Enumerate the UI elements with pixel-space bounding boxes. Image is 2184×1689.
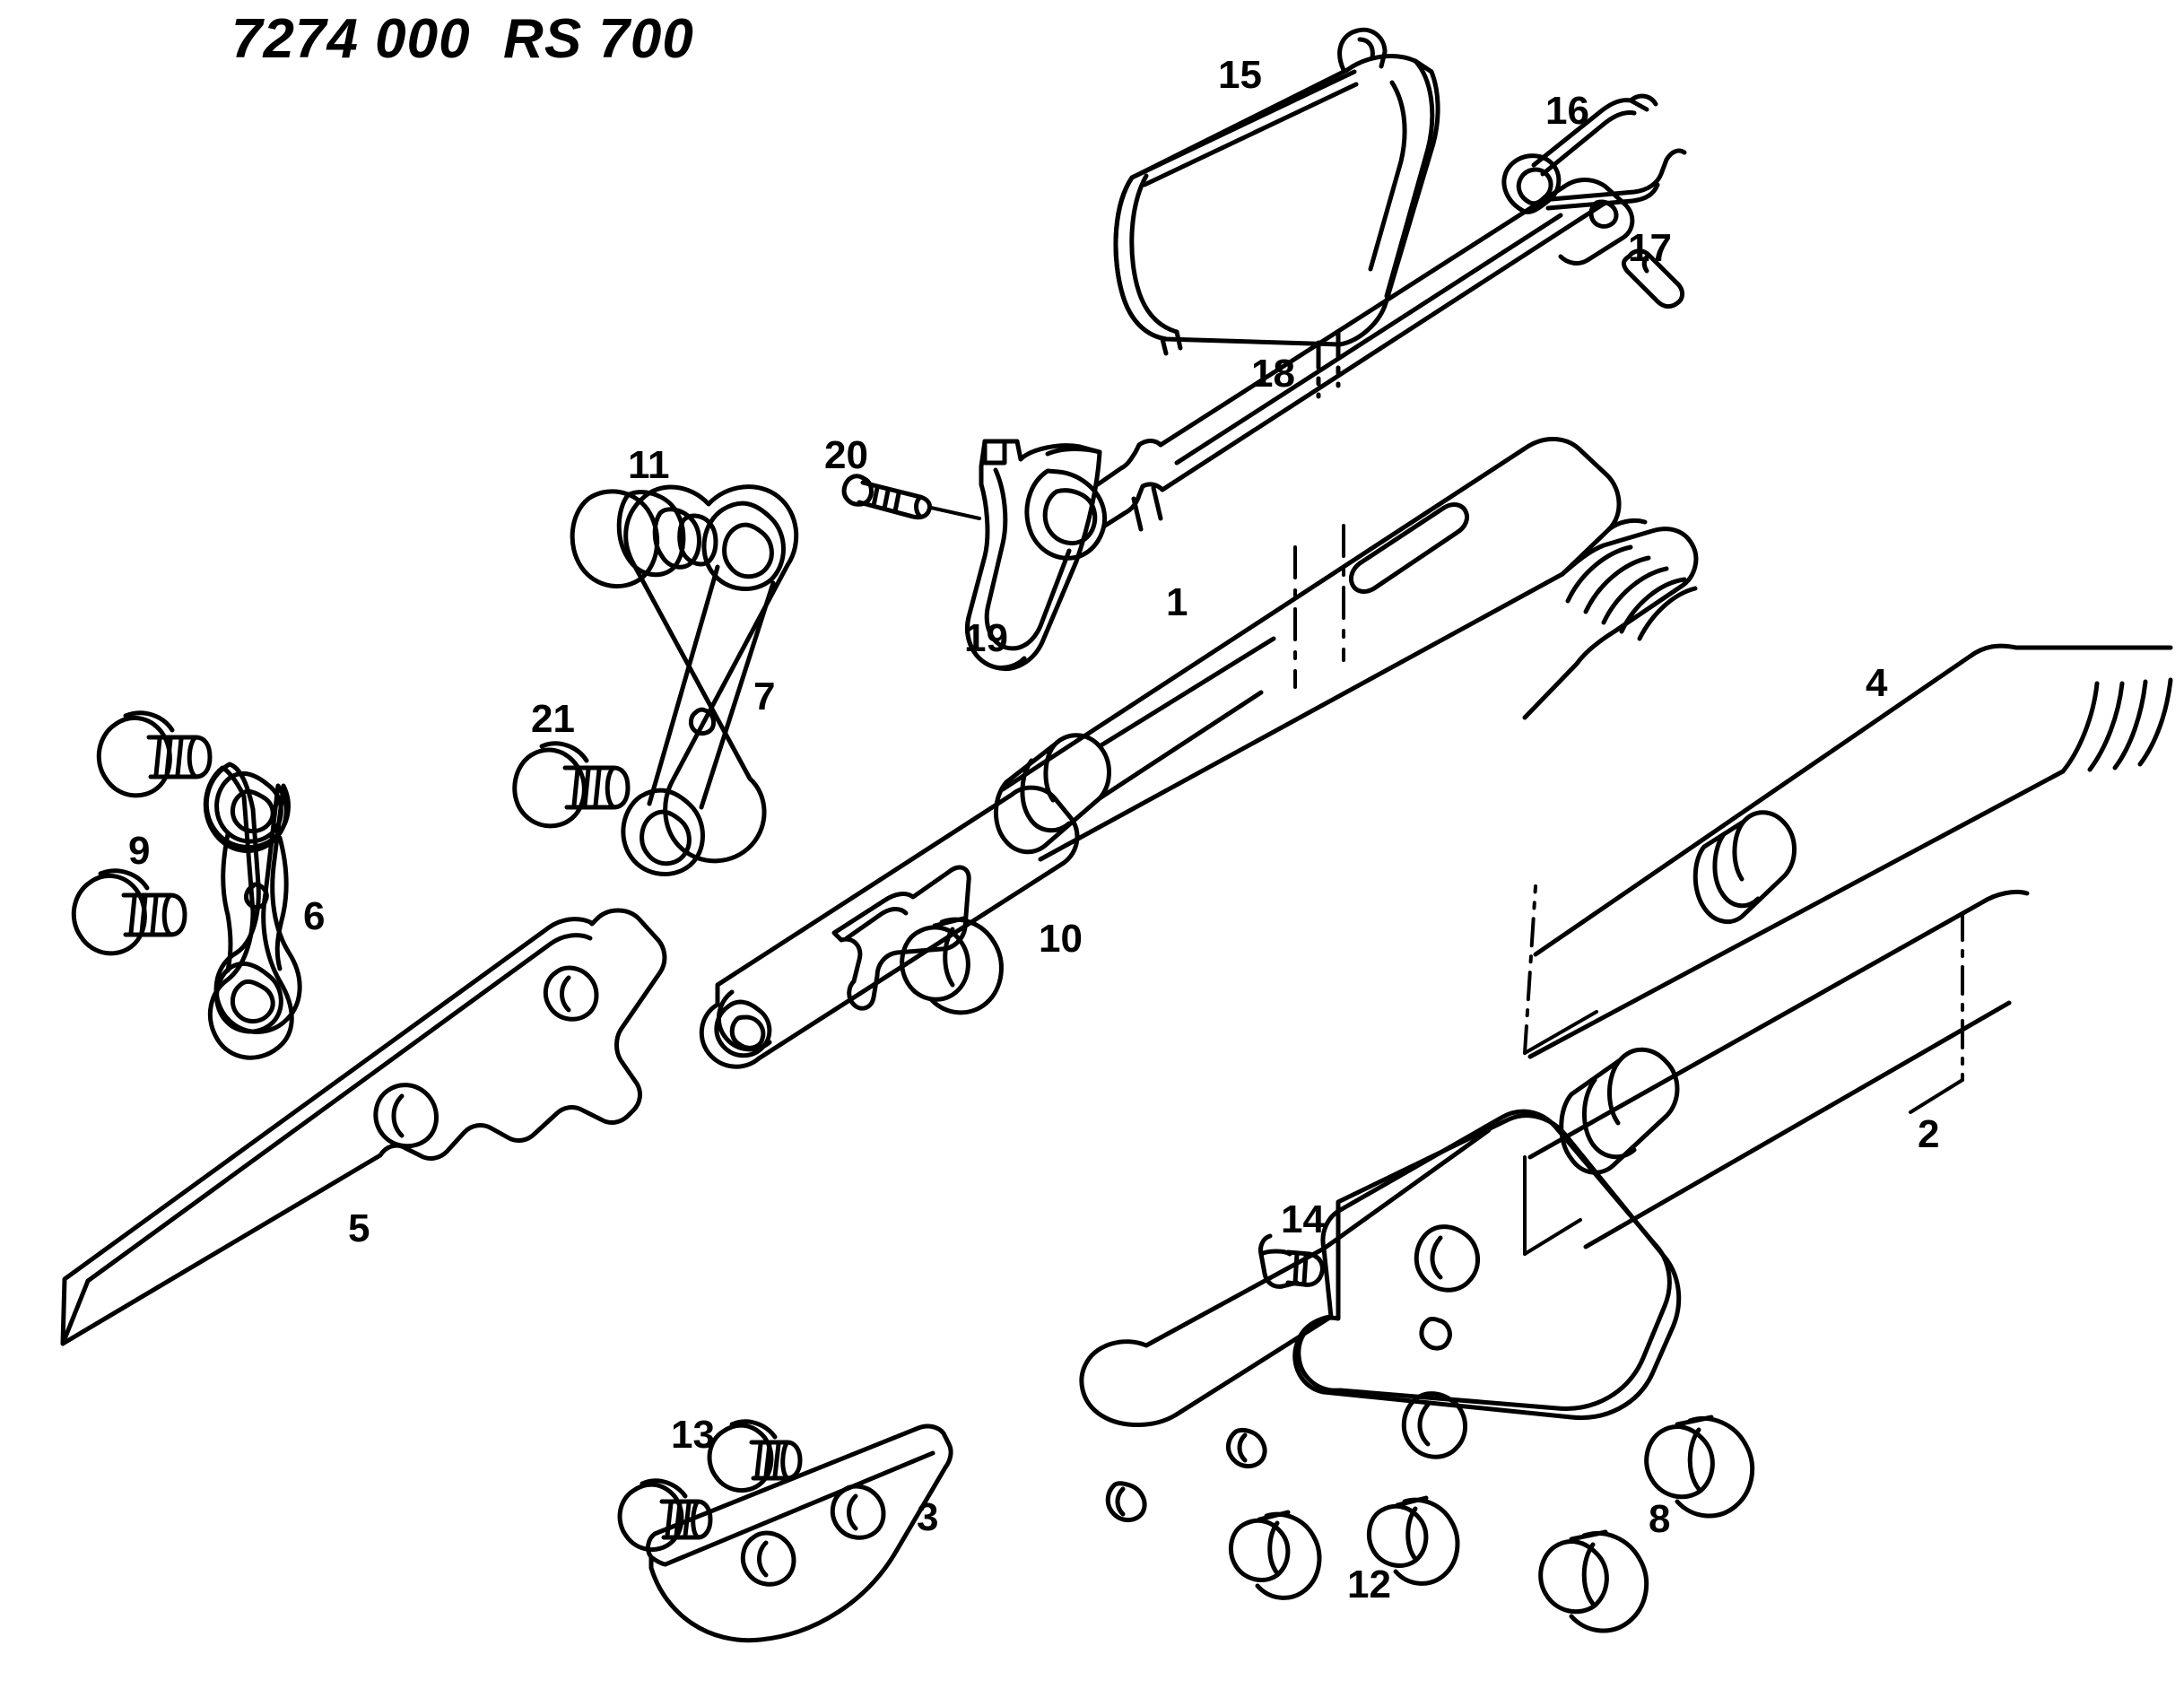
callout-7: 7 bbox=[753, 675, 776, 718]
callout-19: 19 bbox=[964, 616, 1008, 660]
callout-1: 1 bbox=[1166, 580, 1188, 624]
page-title: 7274 000 RS 700 bbox=[231, 8, 694, 70]
callout-20: 20 bbox=[824, 433, 868, 477]
callout-16: 16 bbox=[1545, 89, 1589, 133]
part-15-split-sleeve bbox=[1113, 27, 1440, 356]
callout-12: 12 bbox=[1347, 1563, 1391, 1606]
callout-18: 18 bbox=[1251, 352, 1295, 396]
part-21-shoulder-screw bbox=[512, 741, 631, 829]
callout-10: 10 bbox=[1039, 917, 1083, 961]
callout-21: 21 bbox=[531, 697, 575, 741]
part-2-lower-tube bbox=[1523, 889, 2030, 1256]
callout-15: 15 bbox=[1218, 53, 1262, 97]
part-9-shoulder-bolt-pair bbox=[71, 710, 213, 956]
part-5-blade-plate bbox=[60, 908, 667, 1346]
part-3-cover-plate bbox=[646, 1423, 953, 1643]
callout-5: 5 bbox=[348, 1206, 370, 1250]
lower-linkage-bracket bbox=[1079, 1109, 1682, 1522]
callout-2: 2 bbox=[1918, 1112, 1940, 1156]
part-10-plug-cap bbox=[900, 916, 1004, 1015]
callout-17: 17 bbox=[1628, 226, 1672, 270]
part-19-cam-lever bbox=[965, 439, 1102, 671]
callout-11: 11 bbox=[628, 443, 670, 487]
callout-8: 8 bbox=[1649, 1497, 1671, 1541]
part-1-handle-tube bbox=[699, 437, 1699, 1069]
part-18-connecting-rod bbox=[1024, 178, 1635, 561]
part-7-link-arm bbox=[621, 484, 799, 876]
callout-3: 3 bbox=[917, 1495, 939, 1539]
callout-13: 13 bbox=[671, 1413, 715, 1457]
callout-14: 14 bbox=[1281, 1197, 1325, 1241]
part-16-spring-clip bbox=[1501, 93, 1687, 214]
part-4-upper-tube bbox=[1523, 643, 2173, 1059]
part-6-link-plate bbox=[203, 762, 302, 1060]
callout-9: 9 bbox=[128, 829, 151, 873]
callout-6: 6 bbox=[303, 894, 326, 938]
callout-4: 4 bbox=[1866, 661, 1888, 705]
part-20-pan-head-screw bbox=[841, 474, 981, 520]
part-12-plug-cap-pair bbox=[1228, 1495, 1460, 1600]
part-11-stepped-bushing bbox=[570, 489, 718, 589]
part-17-pivot-pin bbox=[1621, 248, 1685, 309]
part-8-plug-cap-pair bbox=[1538, 1415, 1755, 1633]
